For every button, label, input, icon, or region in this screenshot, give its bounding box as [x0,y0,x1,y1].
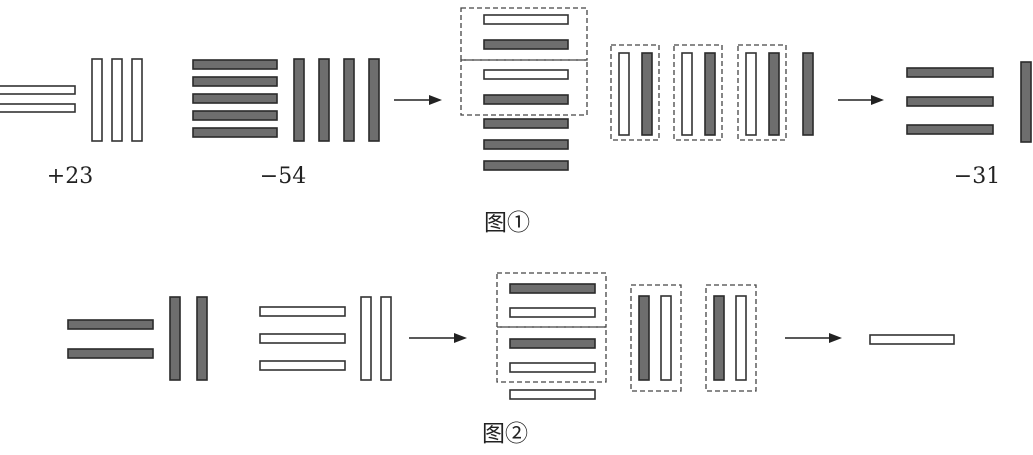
white-horizontal-rod [869,334,955,345]
white-vertical-rod [131,58,143,142]
pair-box [705,284,757,392]
gray-horizontal-rod [906,96,994,107]
arrow-right-icon [394,95,442,105]
white-horizontal-rod [259,333,346,344]
gray-vertical-rod [713,295,725,381]
figure1-tens-pairing [460,7,588,171]
gray-horizontal-rod [483,94,569,105]
pair-box [460,59,588,116]
white-vertical-rod [618,52,630,136]
arrow-right-icon [409,333,467,343]
figure-2: 图② [67,272,955,447]
white-horizontal-rod [509,362,596,373]
gray-horizontal-rod [483,160,569,171]
gray-horizontal-rod [483,39,569,50]
gray-horizontal-rod [192,110,278,121]
white-horizontal-rod [483,14,569,25]
pair-box [460,7,588,61]
number-label-minus31: −31 [954,164,1000,189]
figure1-units-pairing [610,44,814,141]
pair-box [496,326,607,383]
number-label-plus23: +23 [47,164,93,189]
figure-1: +23 −54 −31 图① [0,7,1032,236]
white-horizontal-rod [509,389,596,400]
figure2-white-number-rods [259,296,392,381]
white-horizontal-rod [483,69,569,80]
white-vertical-rod [360,296,372,381]
gray-horizontal-rod [906,124,994,135]
gray-horizontal-rod [906,67,994,78]
gray-horizontal-rod [192,76,278,87]
arrow-right-icon [785,333,842,343]
gray-horizontal-rod [509,283,596,294]
gray-vertical-rod [318,58,330,142]
gray-horizontal-rod [192,59,278,70]
gray-horizontal-rod [192,93,278,104]
white-vertical-rod [380,296,392,381]
white-horizontal-rod [0,103,76,113]
white-horizontal-rod [509,307,596,318]
gray-vertical-rod [638,295,650,381]
white-vertical-rod [91,58,103,142]
gray-vertical-rod [641,52,653,136]
figure2-caption: 图② [482,421,528,447]
pair-box [673,44,723,141]
gray-vertical-rod [1020,61,1032,143]
figure1-caption: 图① [484,210,530,236]
gray-vertical-rod [368,58,380,142]
white-horizontal-rod [0,85,76,95]
figure2-result-rods [869,334,955,345]
figure1-result-minus31-rods [906,61,1032,143]
gray-horizontal-rod [67,348,154,359]
gray-vertical-rod [293,58,305,142]
gray-vertical-rod [802,52,814,136]
gray-vertical-rod [343,58,355,142]
arrow-right-icon [838,95,884,105]
gray-vertical-rod [169,296,181,381]
pair-box [737,44,787,141]
white-vertical-rod [111,58,123,142]
pair-box [630,284,682,392]
figure1-number-plus23-rods [0,58,143,142]
white-horizontal-rod [259,306,346,317]
white-vertical-rod [681,52,693,136]
figure2-gray-number-rods [67,296,208,381]
number-label-minus54: −54 [260,164,306,189]
gray-horizontal-rod [192,127,278,138]
figure2-units-pairing [630,284,757,392]
white-vertical-rod [745,52,757,136]
white-vertical-rod [660,295,672,381]
white-vertical-rod [735,295,747,381]
figure1-number-minus54-rods [192,58,380,142]
gray-vertical-rod [196,296,208,381]
gray-horizontal-rod [509,338,596,349]
gray-horizontal-rod [483,139,569,150]
gray-horizontal-rod [483,118,569,129]
figure2-tens-pairing [496,272,607,400]
pair-box [496,272,607,328]
pair-box [610,44,660,141]
white-horizontal-rod [259,360,346,371]
gray-vertical-rod [704,52,716,136]
gray-vertical-rod [768,52,780,136]
gray-horizontal-rod [67,319,154,330]
